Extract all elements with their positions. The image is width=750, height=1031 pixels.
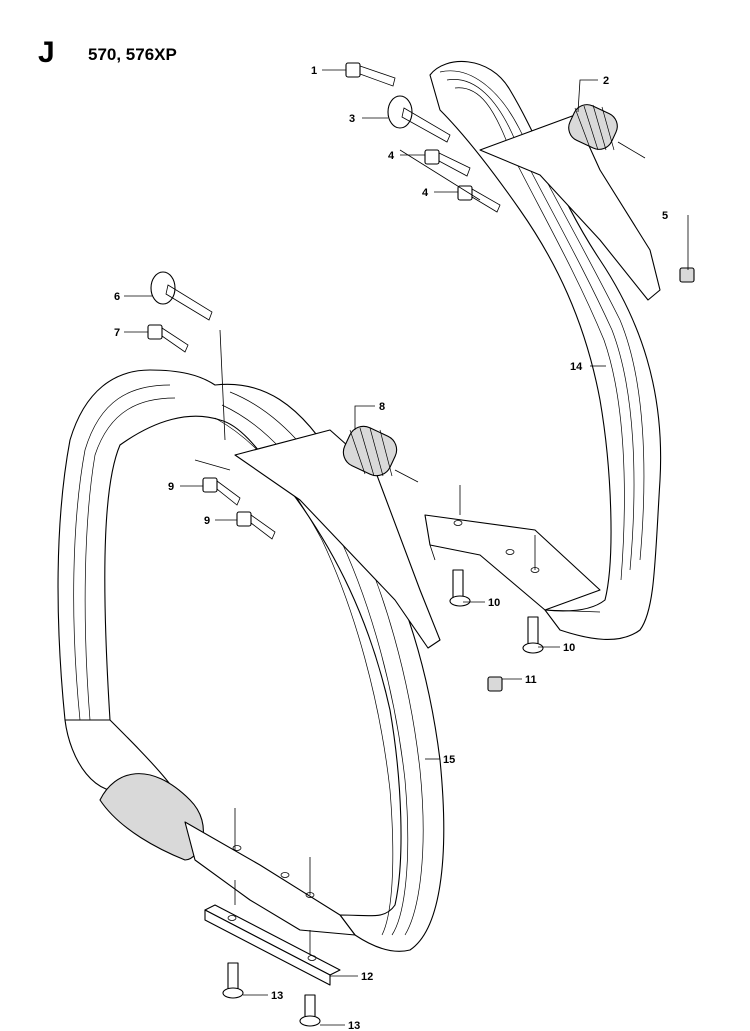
clamp-plate-12	[204, 904, 341, 986]
callout-13: 13	[348, 1020, 360, 1031]
callout-2: 2	[603, 75, 609, 87]
screw-9b	[236, 511, 276, 540]
washer-screw-3	[387, 95, 451, 143]
callout-4: 4	[422, 187, 429, 199]
callout-1: 1	[311, 65, 317, 77]
callout-13: 13	[271, 990, 283, 1002]
callout-6: 6	[114, 291, 120, 303]
screw-4b	[457, 185, 501, 213]
leader-lines	[124, 69, 689, 1026]
callout-3: 3	[349, 113, 355, 125]
screw-4a	[424, 149, 471, 177]
callout-9: 9	[204, 515, 210, 527]
callout-14: 14	[570, 361, 583, 373]
screw-1	[345, 62, 396, 87]
callout-4: 4	[388, 150, 395, 162]
callout-9: 9	[168, 481, 174, 493]
washer-screw-6	[150, 271, 213, 321]
callout-15: 15	[443, 754, 455, 766]
section-letter: J	[38, 36, 55, 69]
callout-8: 8	[379, 401, 385, 413]
callout-12: 12	[361, 971, 373, 983]
screw-7	[147, 324, 189, 353]
callout-10: 10	[563, 642, 575, 654]
bolt-13b	[299, 994, 321, 1027]
model-list: 570, 576XP	[88, 45, 177, 64]
bolt-10b	[522, 616, 544, 654]
nut-5	[679, 267, 695, 283]
nut-11	[487, 676, 503, 692]
bolt-13a	[222, 962, 244, 999]
callout-labels: 1 2 3 4 4 5 6 7 8 9 9 10 10 11 12 13 13 …	[114, 65, 668, 1031]
callout-11: 11	[525, 674, 537, 686]
callout-10: 10	[488, 597, 500, 609]
rear-handle-bar-14	[345, 60, 695, 692]
front-handle-bar-15	[57, 271, 445, 1027]
callout-5: 5	[662, 210, 668, 222]
callout-7: 7	[114, 327, 120, 339]
bolt-10a	[449, 569, 471, 607]
screw-9a	[202, 477, 241, 506]
